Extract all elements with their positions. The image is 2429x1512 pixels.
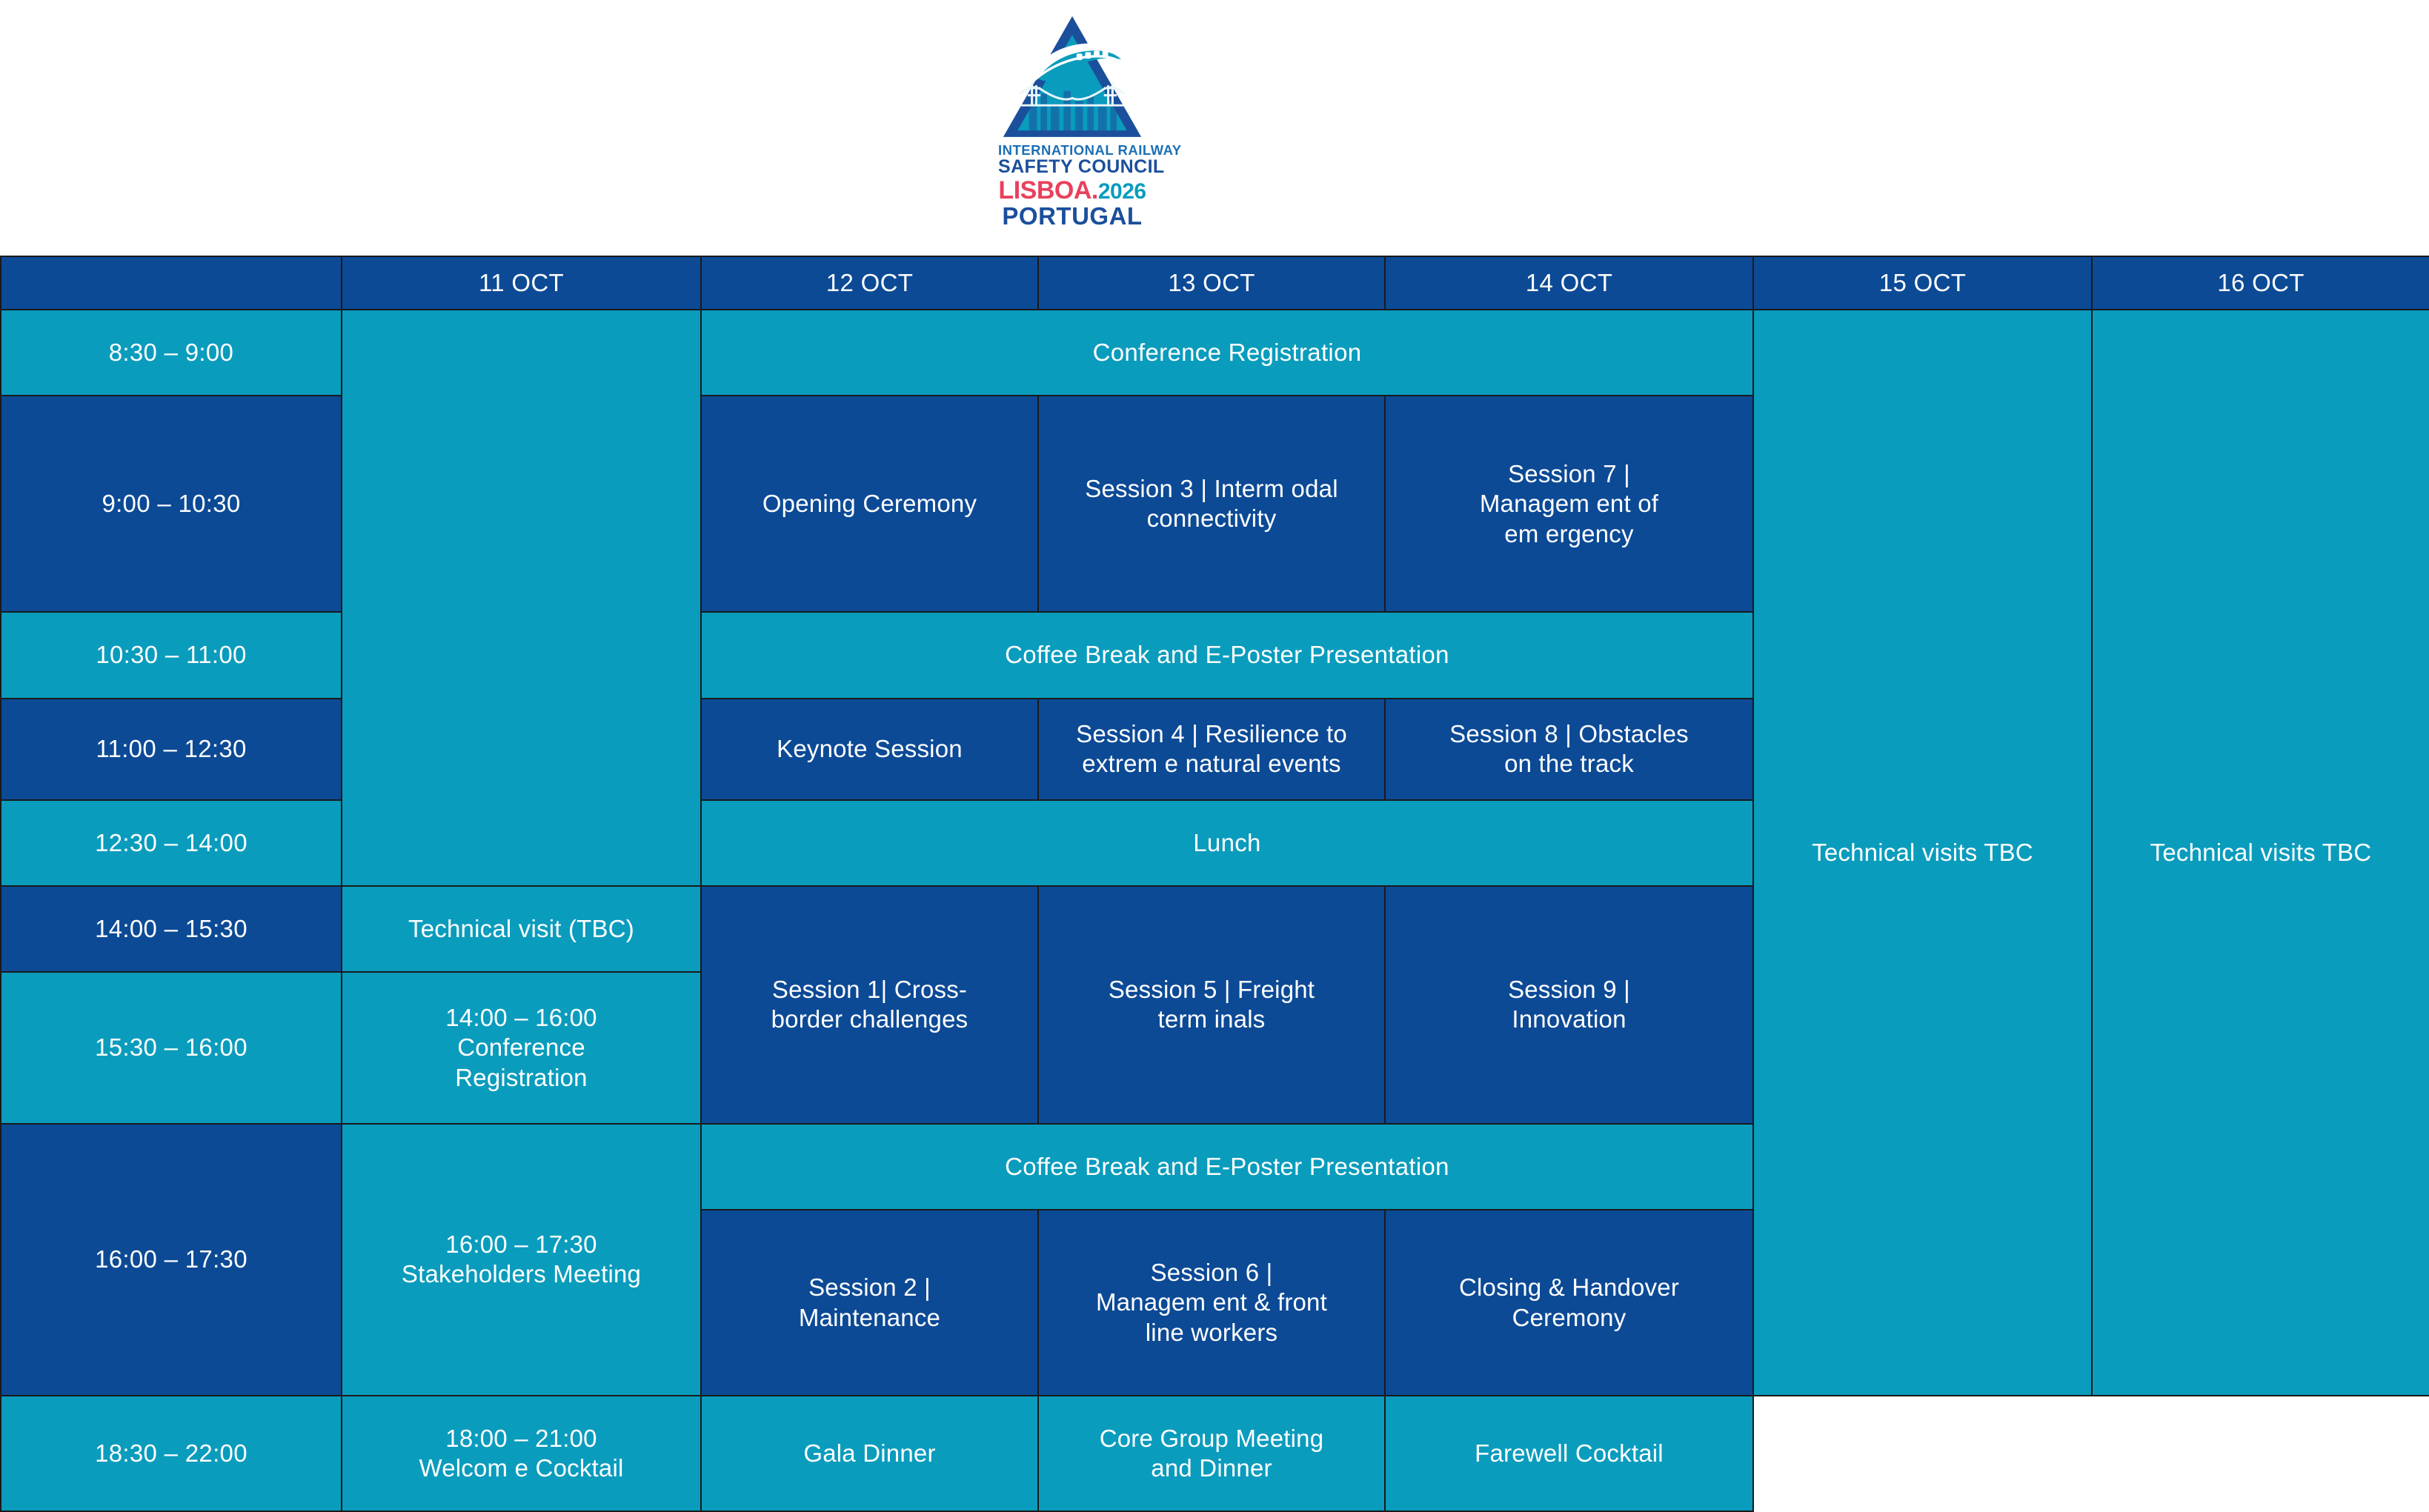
- time-slot-1830-2200: 18:30 – 22:00: [0, 1395, 342, 1512]
- table-row-1100-1230: 11:00 – 12:30 Keynote Session Session 4 …: [0, 697, 2429, 801]
- day-11-registration-line-3: Registration: [455, 1063, 588, 1091]
- session-7-line-1: Session 7 |: [1508, 460, 1630, 487]
- event-session-2-maintenance[interactable]: Session 2 | Maintenance: [700, 1209, 1039, 1397]
- table-row-1530-1600: 15:30 – 16:00 14:00 – 16:00 Conference R…: [0, 971, 2429, 1125]
- event-opening-ceremony-label: Opening Ceremony: [762, 490, 977, 518]
- event-opening-ceremony[interactable]: Opening Ceremony: [700, 395, 1039, 613]
- logo-line-international-railway: INTERNATIONAL RAILWAY: [998, 141, 1182, 158]
- table-row-1230-1400: 12:30 – 14:00 Lunch: [0, 799, 2429, 887]
- session-7-line-2: Managem ent of: [1479, 490, 1659, 518]
- session-1-line-1: Session 1| Cross-: [771, 976, 968, 1004]
- event-day-11-stakeholders-meeting[interactable]: 16:00 – 17:30 Stakeholders Meeting: [341, 1122, 702, 1397]
- session-3-line-2: connectivity: [1146, 504, 1277, 533]
- event-session-1-cross-border-challenges[interactable]: Session 1| Cross- border challenges: [700, 885, 1039, 1125]
- session-1-line-2: border challenges: [771, 1005, 968, 1033]
- event-day-11-welcome-cocktail[interactable]: 18:00 – 21:00 Welcom e Cocktail: [341, 1395, 702, 1512]
- event-session-7-management-of-emergency[interactable]: Session 7 | Managem ent of em ergency: [1384, 395, 1754, 613]
- table-header-row: 11 OCT 12 OCT 13 OCT 14 OCT 15 OCT 16 OC…: [0, 256, 2429, 310]
- event-keynote-session-label: Keynote Session: [777, 735, 963, 763]
- event-session-8-obstacles-on-the-track[interactable]: Session 8 | Obstacles on the track: [1384, 697, 1754, 801]
- day-15-technical-visits[interactable]: Technical visits TBC: [1752, 308, 2093, 1397]
- event-farewell-cocktail[interactable]: Farewell Cocktail: [1384, 1395, 1754, 1512]
- closing-ceremony-line-1: Closing & Handover: [1458, 1273, 1680, 1302]
- logo-wordmark: INTERNATIONAL RAILWAY SAFETY COUNCIL LIS…: [998, 141, 1182, 230]
- day-11-welcome-time: 18:00 – 21:00: [445, 1424, 597, 1452]
- event-session-9-innovation[interactable]: Session 9 | Innovation: [1384, 885, 1754, 1125]
- event-session-6-management-front-line-workers[interactable]: Session 6 | Managem ent & front line wor…: [1037, 1209, 1386, 1397]
- event-session-4-resilience-natural-events[interactable]: Session 4 | Resilience to extrem e natur…: [1037, 697, 1386, 801]
- time-slot-1230-1400: 12:30 – 14:00: [0, 799, 342, 887]
- session-5-line-1: Session 5 | Freight: [1108, 976, 1315, 1004]
- logo-lisboa-text: LISBOA.: [998, 176, 1098, 204]
- header-day-13-oct: 13 OCT: [1037, 256, 1386, 310]
- header-corner-cell: [0, 256, 342, 310]
- logo-year-text: 2026: [1097, 179, 1146, 204]
- time-slot-0830-0900: 8:30 – 9:00: [0, 308, 342, 397]
- session-5-line-2: term inals: [1157, 1005, 1266, 1033]
- day-11-stakeholders-time: 16:00 – 17:30: [445, 1230, 597, 1259]
- session-4-line-2: extrem e natural events: [1082, 750, 1341, 778]
- session-2-line-1: Session 2 |: [808, 1273, 931, 1302]
- day-11-welcome-label: Welcom e Cocktail: [419, 1454, 624, 1482]
- day-11-registration-time: 14:00 – 16:00: [445, 1004, 597, 1032]
- time-slot-1400-1530: 14:00 – 15:30: [0, 885, 342, 973]
- session-9-line-2: Innovation: [1512, 1005, 1626, 1033]
- header-day-14-oct: 14 OCT: [1384, 256, 1754, 310]
- table-row-1600-1730: Session 2 | Maintenance Session 6 | Mana…: [1, 1209, 2429, 1397]
- event-day-11-technical-visit-tbc[interactable]: Technical visit (TBC): [341, 885, 702, 973]
- header-day-11-oct: 11 OCT: [341, 256, 702, 310]
- day-11-morning-empty-block: [341, 308, 702, 887]
- core-group-line-1: Core Group Meeting: [1099, 1424, 1324, 1452]
- session-4-line-1: Session 4 | Resilience to: [1076, 719, 1347, 747]
- session-6-line-2: Managem ent & front: [1096, 1288, 1327, 1316]
- event-closing-handover-ceremony[interactable]: Closing & Handover Ceremony: [1384, 1209, 1754, 1397]
- session-2-line-2: Maintenance: [798, 1303, 941, 1331]
- event-session-5-freight-terminals[interactable]: Session 5 | Freight term inals: [1037, 885, 1386, 1125]
- table-row-1030-1100: 10:30 – 11:00 Coffee Break and E-Poster …: [0, 611, 2429, 699]
- event-day-11-conference-registration[interactable]: 14:00 – 16:00 Conference Registration: [341, 971, 702, 1125]
- time-slot-1600-1730: 16:00 – 17:30: [0, 1122, 342, 1397]
- logo-line-lisboa-2026: LISBOA.2026: [998, 178, 1146, 203]
- table-row-coffee-break-afternoon: 16:00 – 17:30 16:00 – 17:30 Stakeholders…: [0, 1122, 2429, 1397]
- event-gala-dinner[interactable]: Gala Dinner: [700, 1395, 1039, 1512]
- time-slot-1030-1100: 10:30 – 11:00: [0, 611, 342, 699]
- table-row-0900-1030: 9:00 – 10:30 Opening Ceremony Session 3 …: [0, 395, 2429, 613]
- event-coffee-break-morning[interactable]: Coffee Break and E-Poster Presentation: [700, 611, 1754, 699]
- logo-triangle-train-bridge-icon: [1003, 16, 1142, 137]
- session-6-line-3: line workers: [1145, 1318, 1278, 1346]
- event-session-3-intermodal-connectivity[interactable]: Session 3 | Interm odal connectivity: [1037, 395, 1386, 613]
- logo-line-portugal: PORTUGAL: [1002, 202, 1143, 230]
- closing-ceremony-line-2: Ceremony: [1512, 1303, 1626, 1331]
- header-day-16-oct: 16 OCT: [2091, 256, 2429, 310]
- session-8-line-2: on the track: [1504, 750, 1634, 778]
- irsc-lisboa-2026-logo: INTERNATIONAL RAILWAY SAFETY COUNCIL LIS…: [998, 13, 1182, 230]
- table-row-1830-2200: 18:30 – 22:00 18:00 – 21:00 Welcom e Coc…: [0, 1395, 2429, 1512]
- conference-schedule-table: 11 OCT 12 OCT 13 OCT 14 OCT 15 OCT 16 OC…: [0, 256, 2429, 1512]
- session-3-line-1: Session 3 | Interm odal: [1085, 475, 1338, 503]
- time-slot-0900-1030: 9:00 – 10:30: [0, 395, 342, 613]
- event-core-group-meeting-dinner[interactable]: Core Group Meeting and Dinner: [1037, 1395, 1386, 1512]
- session-9-line-1: Session 9 |: [1508, 976, 1630, 1004]
- session-7-line-3: em ergency: [1504, 519, 1634, 547]
- logo-line-safety-council: SAFETY COUNCIL: [998, 156, 1165, 177]
- event-coffee-break-afternoon[interactable]: Coffee Break and E-Poster Presentation: [700, 1122, 1754, 1211]
- table-row-1400-1530: 14:00 – 15:30 Technical visit (TBC) Sess…: [0, 885, 2429, 1125]
- event-conference-registration[interactable]: Conference Registration: [700, 308, 1754, 397]
- day-11-registration-line-2: Conference: [457, 1033, 585, 1062]
- event-keynote-session[interactable]: Keynote Session: [700, 697, 1039, 801]
- time-slot-1530-1600: 15:30 – 16:00: [0, 971, 342, 1125]
- session-8-line-1: Session 8 | Obstacles: [1449, 719, 1689, 747]
- time-slot-1100-1230: 11:00 – 12:30: [0, 697, 342, 801]
- header-day-15-oct: 15 OCT: [1752, 256, 2093, 310]
- session-6-line-1: Session 6 |: [1150, 1259, 1273, 1287]
- day-11-stakeholders-label: Stakeholders Meeting: [401, 1260, 642, 1288]
- core-group-line-2: and Dinner: [1151, 1454, 1272, 1482]
- table-row-0830-0900: 8:30 – 9:00 Conference Registration Tech…: [0, 308, 2429, 1397]
- day-16-technical-visits[interactable]: Technical visits TBC: [2091, 308, 2429, 1397]
- event-lunch[interactable]: Lunch: [700, 799, 1754, 887]
- header-day-12-oct: 12 OCT: [700, 256, 1039, 310]
